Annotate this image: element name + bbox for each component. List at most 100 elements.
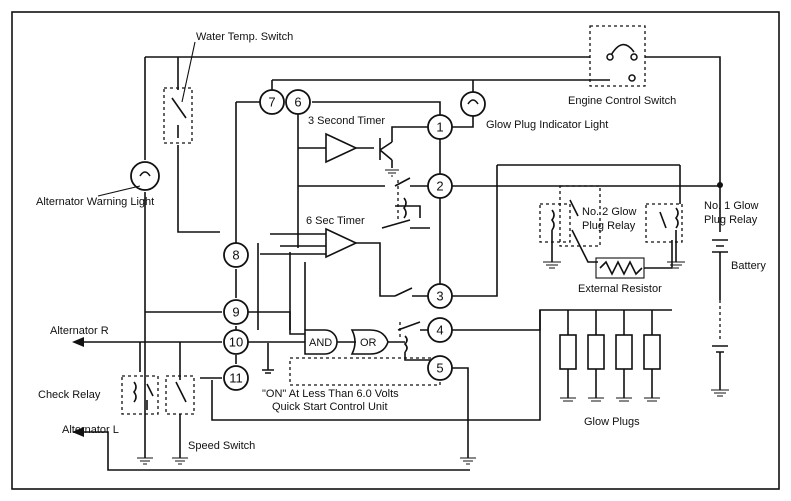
water-temp-wire: [177, 57, 220, 233]
terminal-7: 7: [259, 89, 285, 115]
on-voltage-note: "ON" At Less Than 6.0 Volts: [262, 388, 399, 400]
or-gate: [350, 329, 389, 355]
gate-ground: [262, 343, 274, 374]
water-temp-switch: [163, 87, 193, 144]
indicator-light-wire: [452, 80, 474, 128]
battery-top: [712, 185, 728, 300]
svg-text:2: 2: [436, 179, 443, 194]
timer6-output: [356, 242, 428, 297]
engine-switch-contact: [609, 43, 635, 58]
speed-switch-contact: [175, 381, 187, 458]
svg-text:7: 7: [268, 95, 275, 110]
relay-4: [397, 321, 440, 361]
relay-switch-2: [298, 177, 428, 187]
svg-text:8: 8: [232, 248, 239, 263]
timer3-ground-icon: [385, 169, 399, 177]
glow-plug-bus: [452, 309, 672, 335]
svg-text:10: 10: [229, 335, 243, 350]
alternator-warning-light-label: Alternator Warning Light: [36, 196, 154, 208]
quick-start-bus: [211, 310, 541, 421]
glow-plug-2-icon: [587, 334, 605, 370]
speed-switch: [165, 375, 195, 415]
terminal-3: 3: [427, 283, 453, 309]
water-temp-pointer: [181, 41, 196, 103]
terminal-6: 6: [285, 89, 311, 115]
indicator-filament: [467, 99, 479, 105]
engine-control-switch: [589, 25, 646, 87]
terminal5-ground-wire: [452, 367, 469, 458]
battery-label: Battery: [731, 260, 766, 272]
relay-coil-2: [381, 205, 430, 229]
resistor-wire: [644, 240, 673, 269]
timer3-transistor: [356, 126, 428, 168]
svg-text:5: 5: [436, 361, 443, 376]
alternator-warning-pointer: [97, 185, 141, 197]
no1-relay-coil-icon: [659, 207, 679, 262]
alternator-l-label: Alternator L: [62, 424, 119, 436]
and-gate: [304, 329, 338, 355]
timer6-side-wires: [257, 243, 326, 330]
speed-switch-ground-icon: [172, 457, 188, 465]
battery-bottom-icon: [712, 345, 728, 390]
glow-plug-leads: [567, 369, 653, 398]
terminal-9: 9: [223, 299, 249, 325]
internal-bus-wire: [312, 101, 441, 290]
no1-relay-ground-icon: [667, 261, 685, 269]
engine-switch-terminal-a: [606, 53, 614, 61]
alternator-l-arrow-icon: [72, 427, 84, 437]
svg-text:3: 3: [436, 289, 443, 304]
terminal-8: 8: [223, 242, 249, 268]
no1-glow-plug-relay-label-1: No. 1 Glow: [704, 200, 758, 212]
terminal-4: 4: [427, 317, 453, 343]
check-relay-ground-icon: [137, 457, 153, 465]
alternator-warning-filament: [139, 171, 151, 177]
no2-glow-plug-relay-label-1: No. 2 Glow: [582, 206, 636, 218]
gate-wiring: [247, 311, 398, 343]
terminal-10: 10: [223, 329, 249, 355]
no2-relay-coil-icon: [550, 209, 555, 262]
check-relay-coil-icon: [132, 381, 154, 410]
alternator-l-wire: [80, 431, 470, 471]
svg-text:11: 11: [229, 371, 243, 386]
three-second-timer-amp: [325, 132, 358, 164]
alternator-r-arrow-icon: [72, 337, 84, 347]
terminal7-wire: [235, 101, 260, 243]
svg-text:4: 4: [436, 323, 443, 338]
no1-glow-plug-relay-label-2: Plug Relay: [704, 214, 758, 226]
check-relay-label: Check Relay: [38, 389, 101, 401]
alternator-r-wire: [80, 341, 141, 372]
svg-text:9: 9: [232, 305, 239, 320]
or-gate-label: OR: [360, 337, 377, 349]
ground-icon: [460, 457, 476, 465]
external-resistor-icon: [599, 260, 643, 276]
junction-dot: [717, 182, 723, 188]
battery-ground-icon: [711, 389, 729, 397]
glow-plug-3-icon: [615, 334, 633, 370]
engine-switch-terminal-c: [628, 74, 636, 82]
glow-plugs-label: Glow Plugs: [584, 416, 640, 428]
glow-plug-ground-icons: [560, 397, 660, 402]
terminal-2: 2: [427, 173, 453, 199]
engine-switch-terminal-b: [630, 53, 638, 61]
speed-switch-label: Speed Switch: [188, 440, 255, 452]
no2-glow-plug-relay-label-2: Plug Relay: [582, 220, 636, 232]
six-sec-timer-amp: [325, 227, 358, 259]
no2-relay-contact: [569, 199, 598, 263]
alternator-warning-light-icon: [130, 161, 160, 191]
svg-text:6: 6: [294, 95, 301, 110]
and-gate-label: AND: [309, 337, 332, 349]
six-sec-timer-label: 6 Sec Timer: [306, 215, 365, 227]
three-second-timer-label: 3 Second Timer: [308, 115, 385, 127]
diagram-frame: [11, 11, 780, 490]
no2-relay-ground-icon: [543, 261, 561, 269]
check-relay: [121, 375, 159, 415]
water-temp-switch-label: Water Temp. Switch: [196, 31, 293, 43]
external-resistor-label: External Resistor: [578, 283, 662, 295]
left-terminal-wires: [140, 311, 222, 380]
water-temp-contact: [171, 97, 187, 138]
glow-plug-indicator-light-icon: [460, 91, 486, 117]
svg-text:1: 1: [436, 120, 443, 135]
engine-control-switch-label: Engine Control Switch: [568, 95, 676, 107]
